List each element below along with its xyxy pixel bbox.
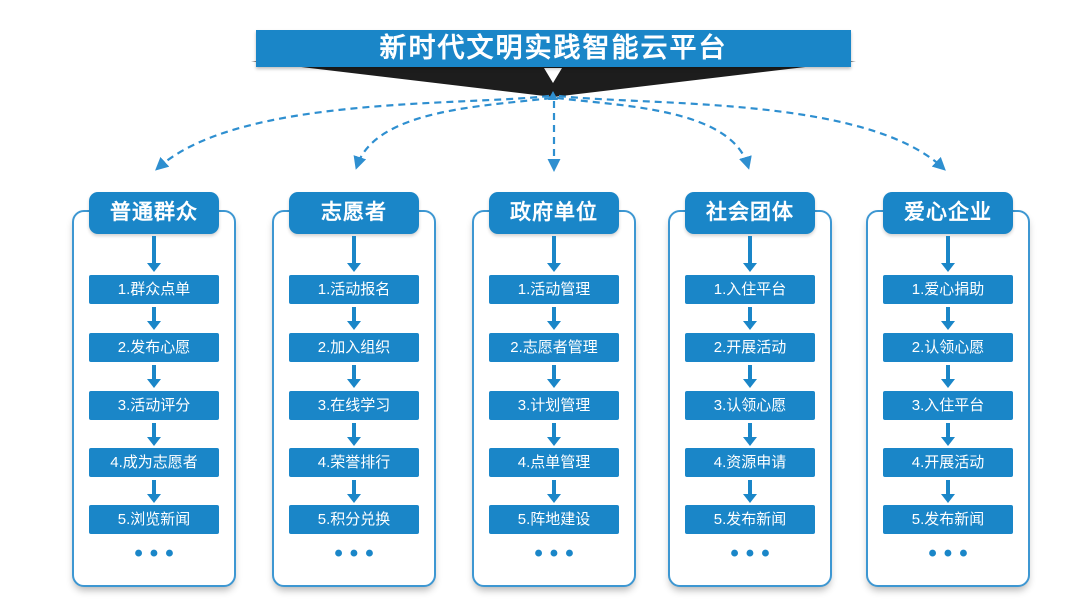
step-box: 1.活动报名: [289, 275, 419, 304]
down-arrow-icon: [552, 236, 556, 263]
column-header: 志愿者: [289, 192, 419, 234]
step-box: 4.点单管理: [489, 448, 619, 477]
step-box: 3.认领心愿: [685, 391, 815, 420]
down-arrow-icon: [946, 423, 950, 437]
step-box: 1.爱心捐助: [883, 275, 1013, 304]
step-box: 2.认领心愿: [883, 333, 1013, 362]
column-government-units: 政府单位 1.活动管理 2.志愿者管理 3.计划管理 4.点单管理 5.阵地建设…: [472, 192, 636, 592]
down-arrow-icon: [152, 365, 156, 379]
step-box: 4.荣誉排行: [289, 448, 419, 477]
column-caring-enterprises: 爱心企业 1.爱心捐助 2.认领心愿 3.入住平台 4.开展活动 5.发布新闻 …: [866, 192, 1030, 592]
down-arrow-icon: [748, 307, 752, 321]
ellipsis-dots: •••: [928, 540, 975, 567]
column-social-organizations: 社会团体 1.入住平台 2.开展活动 3.认领心愿 4.资源申请 5.发布新闻 …: [668, 192, 832, 592]
down-arrow-icon: [152, 236, 156, 263]
column-header: 政府单位: [489, 192, 619, 234]
step-box: 5.浏览新闻: [89, 505, 219, 534]
column-header: 爱心企业: [883, 192, 1013, 234]
step-box: 2.开展活动: [685, 333, 815, 362]
column-header: 社会团体: [685, 192, 815, 234]
step-box: 3.入住平台: [883, 391, 1013, 420]
step-box: 4.开展活动: [883, 448, 1013, 477]
down-arrow-icon: [748, 236, 752, 263]
down-arrow-icon: [748, 480, 752, 494]
down-arrow-icon: [946, 307, 950, 321]
column-header: 普通群众: [89, 192, 219, 234]
step-box: 3.活动评分: [89, 391, 219, 420]
down-arrow-icon: [352, 480, 356, 494]
step-box: 3.计划管理: [489, 391, 619, 420]
step-box: 4.资源申请: [685, 448, 815, 477]
down-arrow-icon: [748, 423, 752, 437]
ellipsis-dots: •••: [334, 540, 381, 567]
down-arrow-icon: [352, 365, 356, 379]
step-box: 5.发布新闻: [685, 505, 815, 534]
down-arrow-icon: [748, 365, 752, 379]
step-box: 2.加入组织: [289, 333, 419, 362]
down-arrow-icon: [552, 480, 556, 494]
step-box: 5.发布新闻: [883, 505, 1013, 534]
step-box: 1.入住平台: [685, 275, 815, 304]
step-box: 5.阵地建设: [489, 505, 619, 534]
down-arrow-icon: [352, 307, 356, 321]
step-box: 2.志愿者管理: [489, 333, 619, 362]
connector-line-1: [155, 94, 550, 171]
down-arrow-icon: [552, 365, 556, 379]
down-arrow-icon: [352, 236, 356, 263]
down-arrow-icon: [552, 423, 556, 437]
down-arrow-icon: [946, 365, 950, 379]
platform-title: 新时代文明实践智能云平台: [256, 30, 851, 67]
ribbon-down-arrow-icon: [544, 68, 562, 83]
step-box: 1.群众点单: [89, 275, 219, 304]
down-arrow-icon: [552, 307, 556, 321]
ellipsis-dots: •••: [730, 540, 777, 567]
down-arrow-icon: [352, 423, 356, 437]
column-ordinary-public: 普通群众 1.群众点单 2.发布心愿 3.活动评分 4.成为志愿者 5.浏览新闻…: [72, 192, 236, 592]
ellipsis-dots: •••: [134, 540, 181, 567]
down-arrow-icon: [152, 423, 156, 437]
down-arrow-icon: [946, 480, 950, 494]
down-arrow-icon: [946, 236, 950, 263]
step-box: 3.在线学习: [289, 391, 419, 420]
connector-line-4: [556, 96, 752, 170]
down-arrow-icon: [152, 307, 156, 321]
column-volunteers: 志愿者 1.活动报名 2.加入组织 3.在线学习 4.荣誉排行 5.积分兑换 •…: [272, 192, 436, 592]
connector-line-2: [353, 96, 552, 170]
step-box: 5.积分兑换: [289, 505, 419, 534]
step-box: 4.成为志愿者: [89, 448, 219, 477]
ellipsis-dots: •••: [534, 540, 581, 567]
step-box: 1.活动管理: [489, 275, 619, 304]
step-box: 2.发布心愿: [89, 333, 219, 362]
connector-line-5: [558, 94, 946, 171]
down-arrow-icon: [152, 480, 156, 494]
hub-up-arrow-icon: [548, 91, 558, 100]
